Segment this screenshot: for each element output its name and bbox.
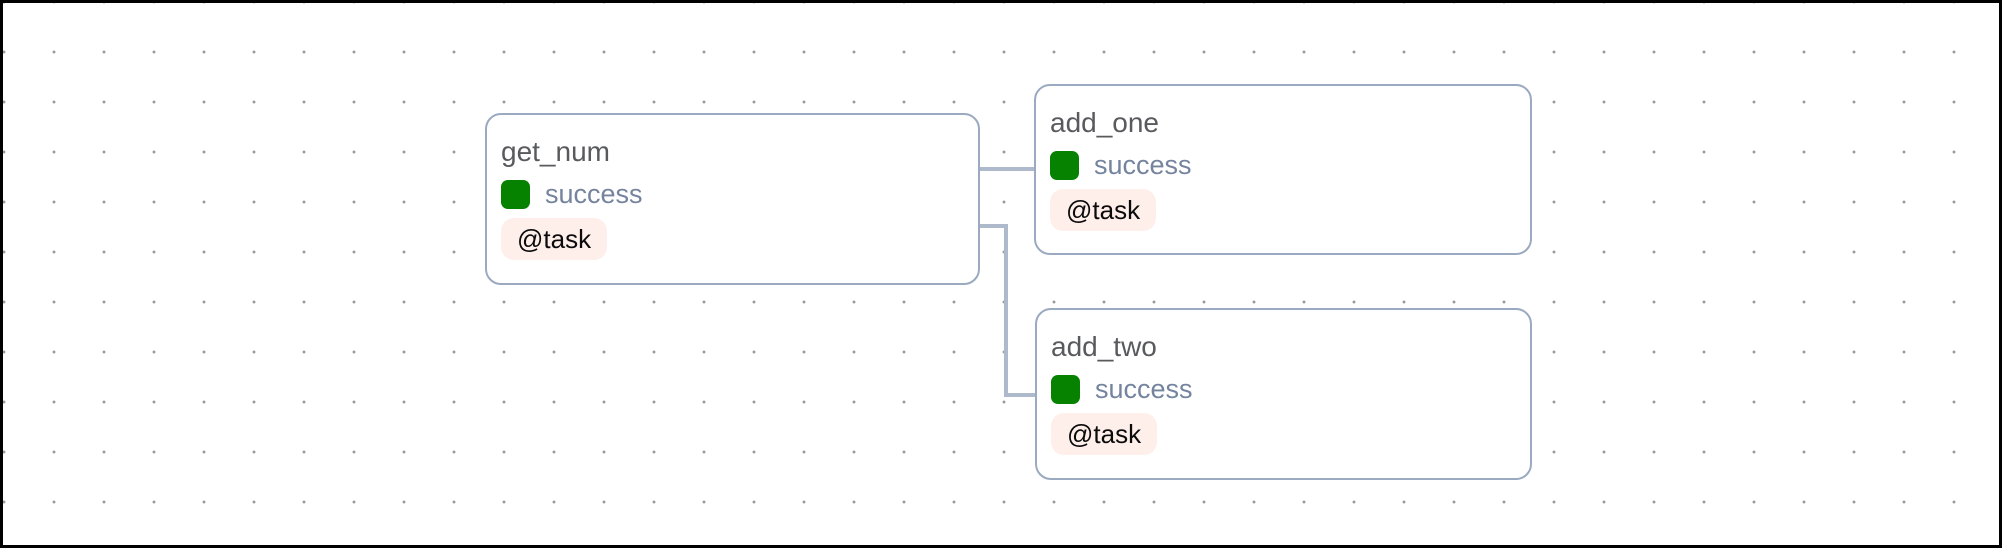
task-status-row: success [1050,150,1516,180]
task-status-label: success [545,178,643,209]
success-status-icon [501,179,530,209]
task-node-add_one[interactable]: add_one success @task [1034,84,1532,255]
task-status-row: success [501,179,964,209]
task-status-label: success [1094,149,1192,180]
success-status-icon [1050,150,1079,180]
task-node-add_two[interactable]: add_two success @task [1035,308,1532,480]
task-decorator-badge: @task [501,218,608,260]
task-decorator-badge: @task [1051,413,1158,455]
success-status-icon [1051,374,1080,404]
task-status-row: success [1051,374,1516,404]
graph-canvas[interactable] [3,3,1999,545]
task-status-label: success [1095,373,1193,404]
task-title: get_num [501,136,610,167]
task-decorator-badge: @task [1050,189,1157,231]
task-title: add_one [1050,107,1160,138]
task-node-get_num[interactable]: get_num success @task [485,113,980,285]
task-title: add_two [1051,331,1157,362]
